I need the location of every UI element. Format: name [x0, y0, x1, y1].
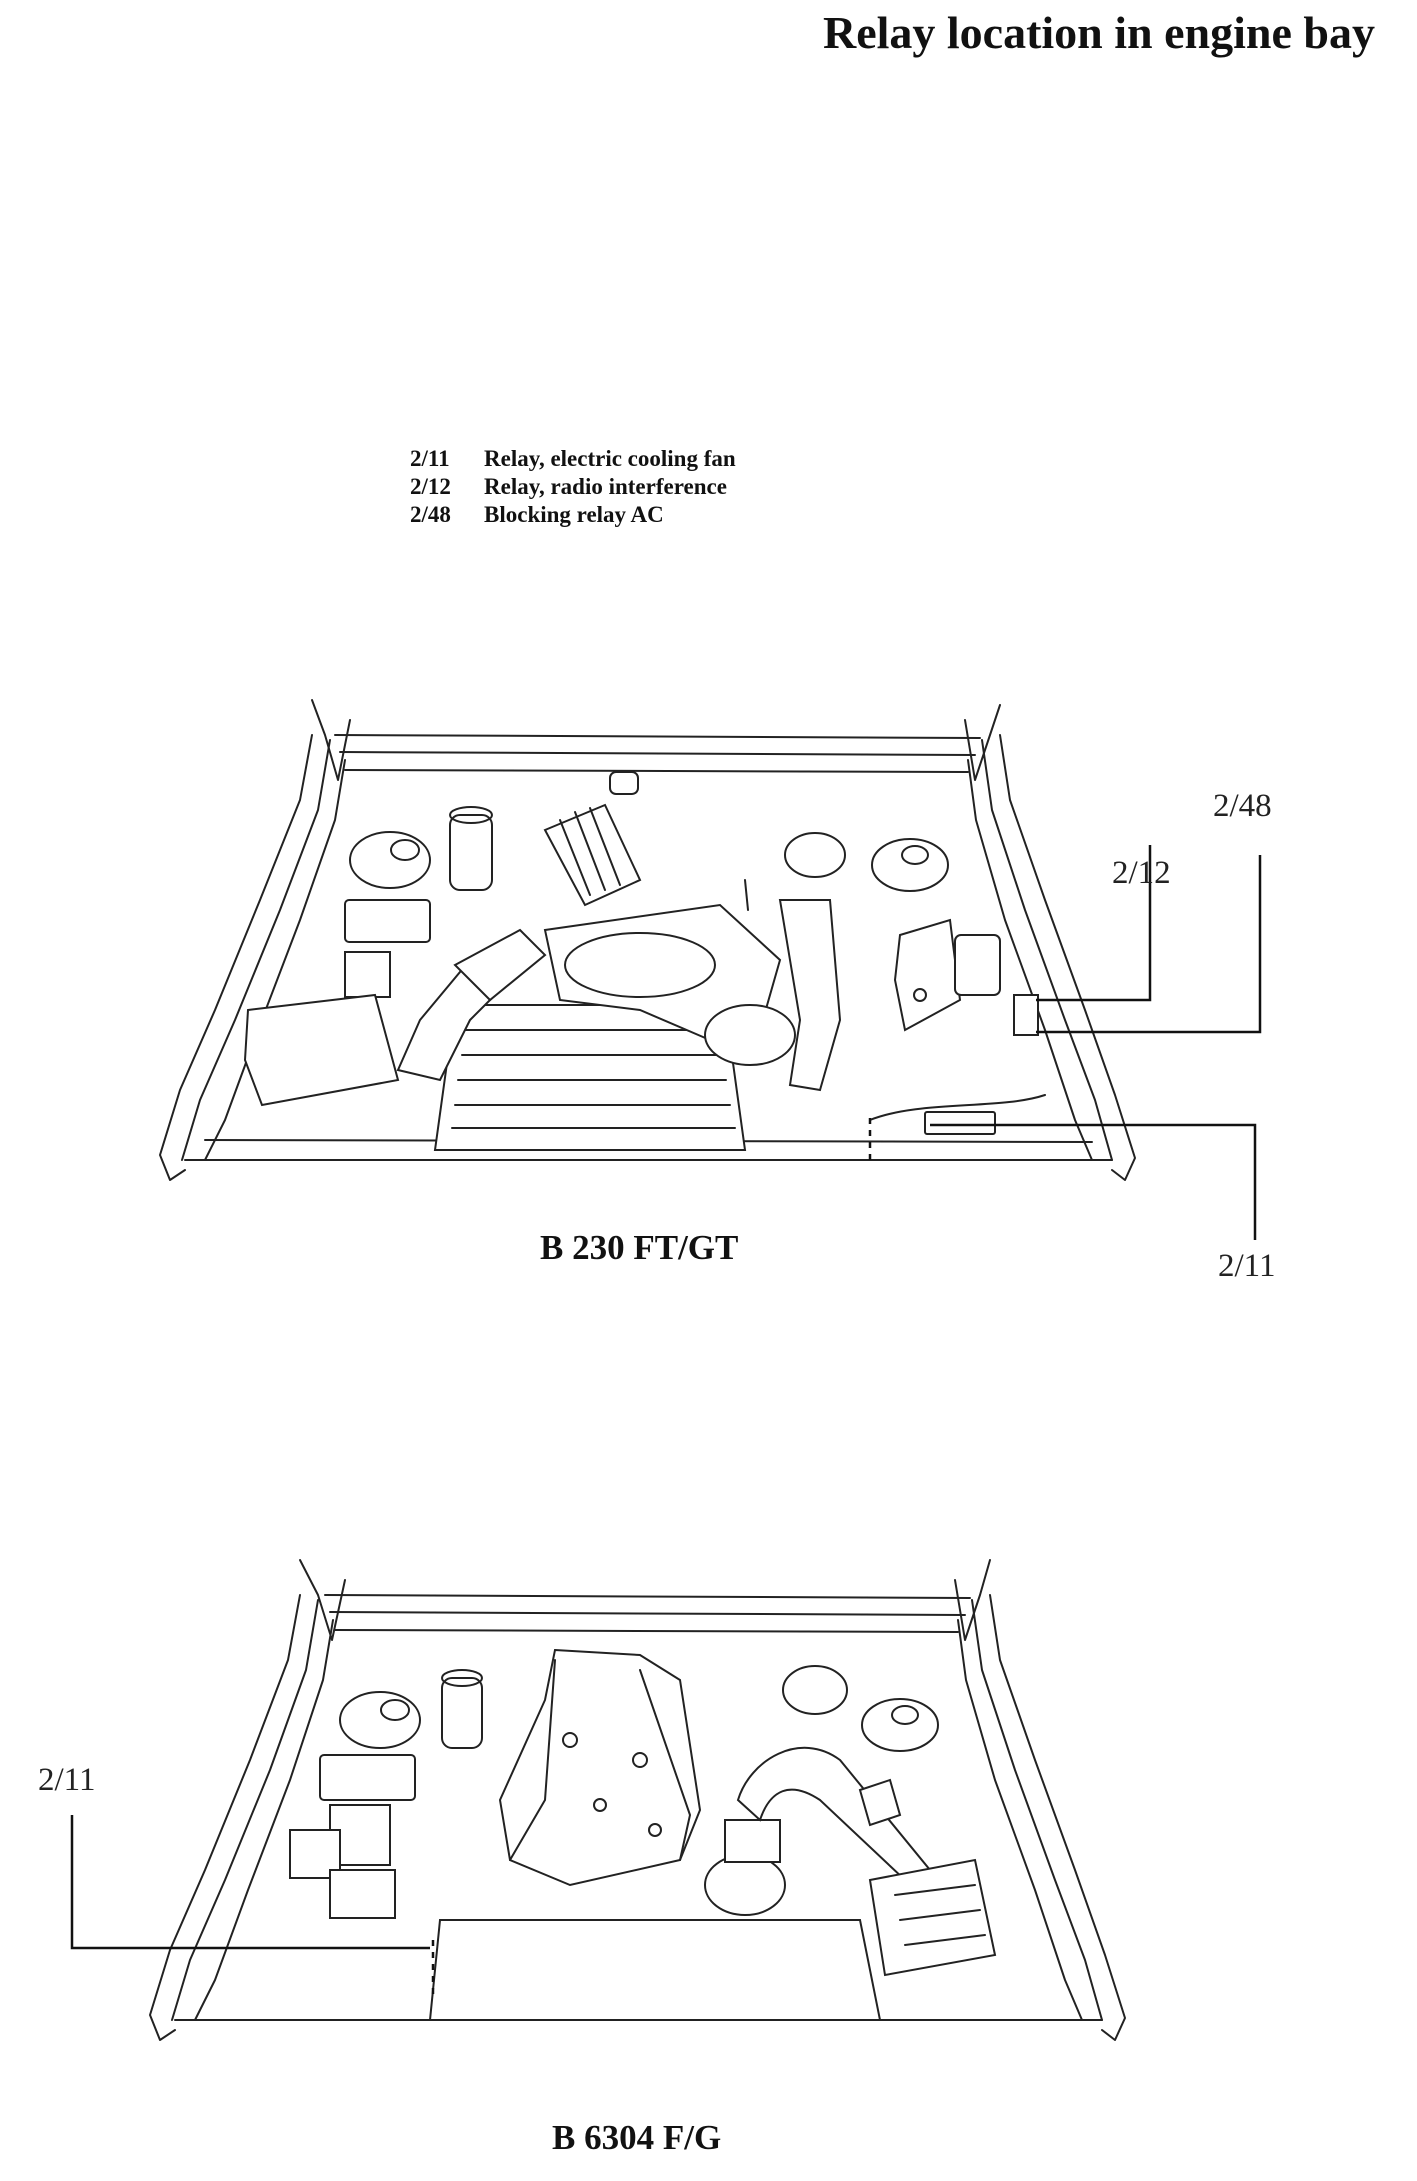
legend-code: 2/48	[410, 502, 451, 527]
page-title: Relay location in engine bay	[822, 7, 1375, 58]
callout-label-2-48: 2/48	[1213, 788, 1272, 824]
engine-bay-b6304-drawing	[70, 1559, 1126, 2041]
legend-item: 2/12 Relay, radio interference	[410, 473, 736, 501]
callout-label-2-12: 2/12	[1112, 855, 1171, 891]
diagram-caption-b6304: B 6304 F/G	[552, 2118, 722, 2157]
legend-label: Relay, radio interference	[484, 474, 727, 499]
engine-bay-b230-drawing	[159, 699, 1262, 1240]
legend-item: 2/11 Relay, electric cooling fan	[410, 445, 736, 473]
diagram-caption-b230: B 230 FT/GT	[540, 1228, 739, 1267]
legend-label: Relay, electric cooling fan	[484, 446, 736, 471]
callout-label-2-11: 2/11	[38, 1762, 96, 1798]
legend-item: 2/48 Blocking relay AC	[410, 501, 736, 529]
legend-code: 2/12	[410, 474, 451, 499]
callout-label-2-11: 2/11	[1218, 1248, 1276, 1284]
legend-label: Blocking relay AC	[484, 502, 664, 527]
relay-legend: 2/11 Relay, electric cooling fan 2/12 Re…	[410, 445, 736, 529]
legend-code: 2/11	[410, 446, 450, 471]
